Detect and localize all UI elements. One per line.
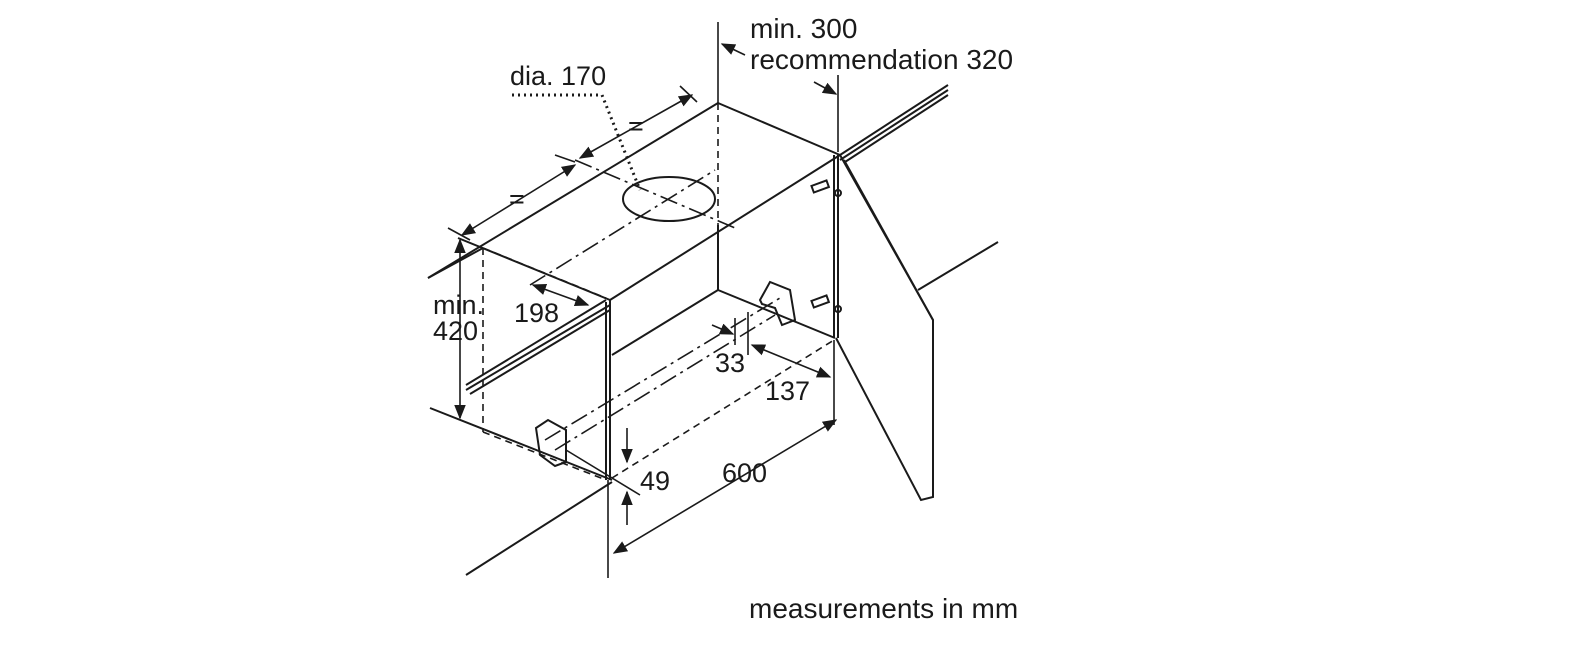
duct-hole-shape [622, 176, 716, 222]
hidden-lines [482, 103, 835, 481]
height-min-label: min. [433, 290, 485, 320]
offset-49-label: 49 [640, 466, 671, 496]
duct-diameter-label: dia. 170 [510, 61, 607, 91]
equal-spacing-label-upper: = [628, 111, 644, 141]
units-note: measurements in mm [749, 593, 1019, 624]
cabinet-outline [427, 84, 999, 576]
center-lines [529, 159, 781, 451]
height-value-label: 420 [433, 316, 479, 346]
offset-137-label: 137 [765, 376, 811, 406]
duct-opening [622, 176, 716, 222]
dimension-lines [447, 22, 839, 578]
side-clearance-min-label: min. 300 [750, 13, 858, 44]
leader-dotted [512, 93, 642, 191]
offset-33-label: 33 [715, 348, 746, 378]
width-600-label: 600 [722, 458, 768, 488]
equal-spacing-label-lower: = [509, 184, 525, 214]
depth-198-label: 198 [514, 298, 560, 328]
side-clearance-recommendation-label: recommendation 320 [750, 44, 1014, 75]
